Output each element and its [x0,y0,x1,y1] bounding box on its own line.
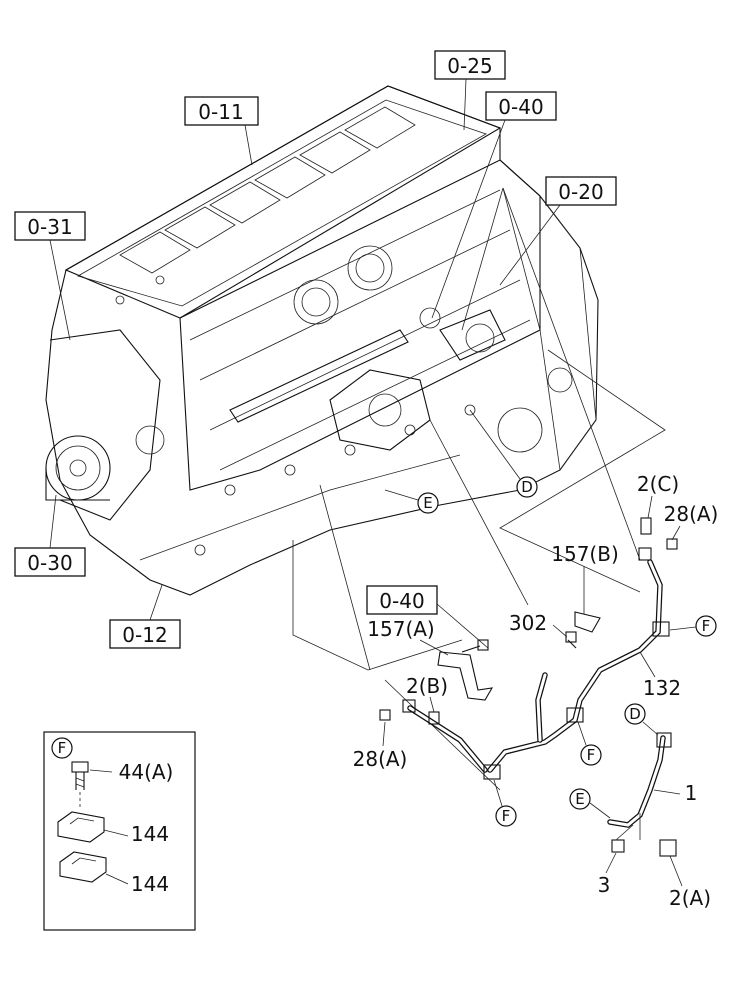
svg-text:F: F [502,807,511,825]
callout-E-pipe: E [569,788,611,819]
callout-F-middle: F [577,721,602,766]
bolt-44a-drawing [71,761,89,790]
inset-detail-F: F 44(A) 144 144 [43,731,196,931]
svg-text:132: 132 [643,676,681,700]
ref-label-0-12: 0-12 [109,584,181,649]
svg-text:157(B): 157(B) [551,542,619,566]
svg-text:F: F [702,617,711,635]
part-302: 302 [509,611,568,638]
ref-label-0-11: 0-11 [184,96,259,166]
part-28A-top: 28(A) [664,502,719,541]
part-28A-bottom: 28(A) [353,721,408,771]
ref-0-30-text: 0-30 [27,551,72,575]
svg-text:1: 1 [685,781,698,805]
ref-0-31-text: 0-31 [27,215,72,239]
part-157B: 157(B) [551,542,619,614]
inset-144-upper-label: 144 [131,822,169,846]
callout-F-right: F [669,615,717,637]
part-2B: 2(B) [406,674,448,713]
svg-text:28(A): 28(A) [664,502,719,526]
svg-text:157(A): 157(A) [367,617,434,641]
callout-E-engine: E [384,489,439,514]
part-157A: 157(A) [367,617,449,656]
engine-block-drawing [45,85,599,596]
inset-144-lower-label: 144 [131,872,169,896]
ref-0-25-text: 0-25 [447,54,492,78]
svg-text:302: 302 [509,611,547,635]
part-3: 3 [598,852,617,897]
part-2A: 2(A) [669,855,711,910]
ref-label-0-40-top: 0-40 [431,91,557,319]
ref-label-0-30: 0-30 [14,494,86,577]
ref-label-0-31: 0-31 [14,211,86,341]
svg-text:3: 3 [598,873,611,897]
svg-text:D: D [521,478,533,496]
svg-text:E: E [423,494,432,512]
pipe-132-assembly [379,517,678,780]
svg-text:2(A): 2(A) [669,886,711,910]
svg-text:D: D [629,705,641,723]
ref-label-0-40-lower: 0-40 [366,585,489,649]
ref-label-0-25: 0-25 [434,50,506,131]
inset-marker: F [58,739,67,757]
pipe-1 [607,732,677,857]
svg-text:2(C): 2(C) [637,472,679,496]
leader-lines-apex [461,187,641,561]
clamp-144-upper-drawing [57,811,105,843]
ref-0-40-lower-text: 0-40 [379,589,424,613]
ref-label-0-20: 0-20 [499,176,617,286]
ref-0-40-top-text: 0-40 [498,95,543,119]
svg-text:F: F [587,746,596,764]
clamp-144-lower-drawing [59,851,107,883]
callout-D-engine: D [469,409,538,498]
svg-text:2(B): 2(B) [406,674,448,698]
ref-0-11-text: 0-11 [198,100,243,124]
ref-0-20-text: 0-20 [558,180,603,204]
part-1: 1 [653,781,698,805]
assembly-leader-lines [292,349,666,791]
svg-text:28(A): 28(A) [353,747,408,771]
ref-0-12-text: 0-12 [122,623,167,647]
svg-text:E: E [575,790,584,808]
inset-44a-label: 44(A) [119,760,174,784]
part-2C: 2(C) [637,472,679,519]
callout-D-pipe: D [624,703,659,736]
part-132: 132 [639,651,681,700]
callout-F-bottom: F [493,779,517,827]
